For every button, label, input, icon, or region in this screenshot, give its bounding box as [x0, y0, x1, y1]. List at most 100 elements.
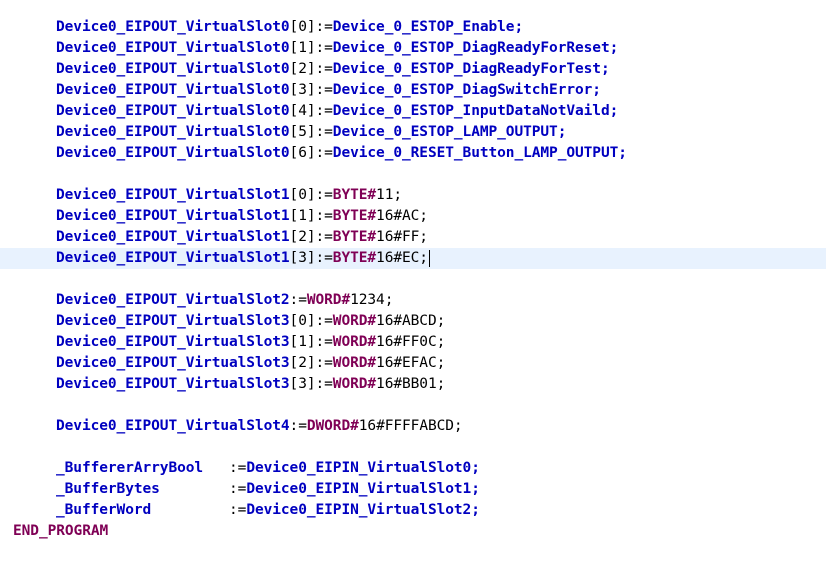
code-token-op: :=: [229, 481, 247, 497]
code-line[interactable]: [0, 395, 826, 416]
code-line[interactable]: Device0_EIPOUT_VirtualSlot3[1]:=WORD#16#…: [0, 332, 826, 353]
code-line[interactable]: Device0_EIPOUT_VirtualSlot0[0]:=Device_0…: [0, 17, 826, 38]
code-token-var: Device0_EIPOUT_VirtualSlot1: [56, 250, 290, 266]
code-token-var: Device0_EIPOUT_VirtualSlot0: [56, 124, 290, 140]
code-token-kw: BYTE#: [332, 187, 377, 203]
code-token-var: Device0_EIPOUT_VirtualSlot1: [56, 229, 290, 245]
code-token-lit: 16#EC;: [376, 250, 428, 266]
code-line[interactable]: Device0_EIPOUT_VirtualSlot0[2]:=Device_0…: [0, 59, 826, 80]
code-token-op: [3]:=: [289, 250, 333, 266]
code-token-op: [4]:=: [289, 103, 333, 119]
code-token-var: Device0_EIPOUT_VirtualSlot3: [56, 355, 290, 371]
code-line[interactable]: Device0_EIPOUT_VirtualSlot1[0]:=BYTE#11;: [0, 185, 826, 206]
code-line[interactable]: Device0_EIPOUT_VirtualSlot0[3]:=Device_0…: [0, 80, 826, 101]
code-line[interactable]: Device0_EIPOUT_VirtualSlot3[3]:=WORD#16#…: [0, 374, 826, 395]
code-token-var: Device0_EIPOUT_VirtualSlot0: [56, 82, 290, 98]
code-token-var: Device0_EIPIN_VirtualSlot0: [246, 460, 472, 476]
code-token-op: [1]:=: [289, 208, 333, 224]
code-token-op: :=: [289, 418, 307, 434]
code-token-op: [6]:=: [289, 145, 333, 161]
code-token-var: Device0_EIPOUT_VirtualSlot3: [56, 313, 290, 329]
code-token-op: [3]:=: [289, 82, 333, 98]
code-token-var: ;: [557, 124, 567, 140]
code-token-var: Device0_EIPOUT_VirtualSlot2: [56, 292, 290, 308]
code-token-var: Device_0_ESTOP_DiagReadyForTest: [332, 61, 601, 77]
code-line[interactable]: Device0_EIPOUT_VirtualSlot0[6]:=Device_0…: [0, 143, 826, 164]
code-token-var: Device0_EIPOUT_VirtualSlot3: [56, 334, 290, 350]
code-token-op: [0]:=: [289, 313, 333, 329]
code-token-op: [2]:=: [289, 355, 333, 371]
code-line-current[interactable]: Device0_EIPOUT_VirtualSlot1[3]:=BYTE#16#…: [0, 248, 826, 269]
code-token-var: Device0_EIPOUT_VirtualSlot0: [56, 103, 290, 119]
code-token-lit: 11;: [376, 187, 402, 203]
code-token-op: [0]:=: [289, 19, 333, 35]
code-token-kw: WORD#: [306, 292, 351, 308]
code-token-op: [2]:=: [289, 61, 333, 77]
code-line[interactable]: Device0_EIPOUT_VirtualSlot3[0]:=WORD#16#…: [0, 311, 826, 332]
code-token-kw: WORD#: [332, 355, 377, 371]
code-token-var: Device_0_ESTOP_InputDataNotVaild: [332, 103, 610, 119]
code-token-kw: BYTE#: [332, 208, 377, 224]
code-token-lit: 16#ABCD;: [376, 313, 446, 329]
code-token-var: ;: [618, 145, 627, 161]
code-token-var: Device0_EIPOUT_VirtualSlot0: [56, 40, 290, 56]
code-line[interactable]: Device0_EIPOUT_VirtualSlot1[2]:=BYTE#16#…: [0, 227, 826, 248]
code-token-var: ;: [592, 82, 601, 98]
code-token-var: Device0_EIPOUT_VirtualSlot4: [56, 418, 290, 434]
code-token-var: _BufferWord: [56, 502, 229, 518]
text-cursor: [428, 249, 430, 267]
code-token-lit: 16#EFAC;: [376, 355, 446, 371]
code-token-var: Device_0_ESTOP_DiagSwitchError: [332, 82, 593, 98]
code-line[interactable]: _BufferWord :=Device0_EIPIN_VirtualSlot2…: [0, 500, 826, 521]
code-token-var: Device0_EIPOUT_VirtualSlot0: [56, 145, 290, 161]
code-token-op: [2]:=: [289, 229, 333, 245]
code-token-op: :=: [229, 502, 247, 518]
code-token-op: [3]:=: [289, 376, 333, 392]
code-token-var: ;: [609, 40, 619, 56]
code-token-kw: WORD#: [332, 313, 377, 329]
code-line[interactable]: [0, 269, 826, 290]
code-token-lit: 16#FF;: [376, 229, 428, 245]
code-line[interactable]: Device0_EIPOUT_VirtualSlot2:=WORD#1234;: [0, 290, 826, 311]
code-token-var: Device_0_ESTOP_LAMP_OUTPUT: [332, 124, 558, 140]
code-token-lit: 16#AC;: [376, 208, 428, 224]
code-token-lit: 16#FF0C;: [376, 334, 446, 350]
code-line[interactable]: END_PROGRAM: [0, 521, 826, 542]
code-token-var: Device0_EIPOUT_VirtualSlot1: [56, 187, 290, 203]
code-token-op: :=: [289, 292, 307, 308]
code-token-op: [0]:=: [289, 187, 333, 203]
code-token-var: ;: [471, 481, 480, 497]
code-token-end: END_PROGRAM: [13, 523, 109, 539]
code-token-lit: 16#FFFFABCD;: [358, 418, 463, 434]
code-line[interactable]: [0, 437, 826, 458]
code-line[interactable]: _BuffererArryBool :=Device0_EIPIN_Virtua…: [0, 458, 826, 479]
code-line[interactable]: Device0_EIPOUT_VirtualSlot1[1]:=BYTE#16#…: [0, 206, 826, 227]
code-token-op: [1]:=: [289, 334, 333, 350]
code-line[interactable]: Device0_EIPOUT_VirtualSlot0[5]:=Device_0…: [0, 122, 826, 143]
code-line[interactable]: Device0_EIPOUT_VirtualSlot3[2]:=WORD#16#…: [0, 353, 826, 374]
code-token-op: :=: [229, 460, 247, 476]
code-token-var: Device0_EIPOUT_VirtualSlot0: [56, 19, 290, 35]
code-token-var: ;: [471, 460, 480, 476]
code-token-var: _BufferBytes: [56, 481, 229, 497]
code-token-op: [5]:=: [289, 124, 333, 140]
code-token-kw: DWORD#: [306, 418, 359, 434]
code-line[interactable]: _BufferBytes :=Device0_EIPIN_VirtualSlot…: [0, 479, 826, 500]
code-token-var: Device0_EIPIN_VirtualSlot1: [246, 481, 472, 497]
code-token-kw: WORD#: [332, 376, 377, 392]
code-token-var: ;: [609, 103, 619, 119]
code-line[interactable]: [0, 164, 826, 185]
code-token-var: ;: [600, 61, 610, 77]
code-token-var: Device0_EIPOUT_VirtualSlot0: [56, 61, 290, 77]
code-line[interactable]: Device0_EIPOUT_VirtualSlot0[4]:=Device_0…: [0, 101, 826, 122]
code-token-var: Device_0_ESTOP_DiagReadyForReset: [332, 40, 610, 56]
code-token-var: Device_0_RESET_Button_LAMP_OUTPUT: [332, 145, 619, 161]
code-line[interactable]: Device0_EIPOUT_VirtualSlot4:=DWORD#16#FF…: [0, 416, 826, 437]
code-token-var: _BuffererArryBool: [56, 460, 229, 476]
code-token-var: Device0_EIPOUT_VirtualSlot3: [56, 376, 290, 392]
code-token-kw: WORD#: [332, 334, 377, 350]
code-line[interactable]: Device0_EIPOUT_VirtualSlot0[1]:=Device_0…: [0, 38, 826, 59]
code-token-kw: BYTE#: [332, 250, 377, 266]
code-token-var: Device0_EIPOUT_VirtualSlot1: [56, 208, 290, 224]
